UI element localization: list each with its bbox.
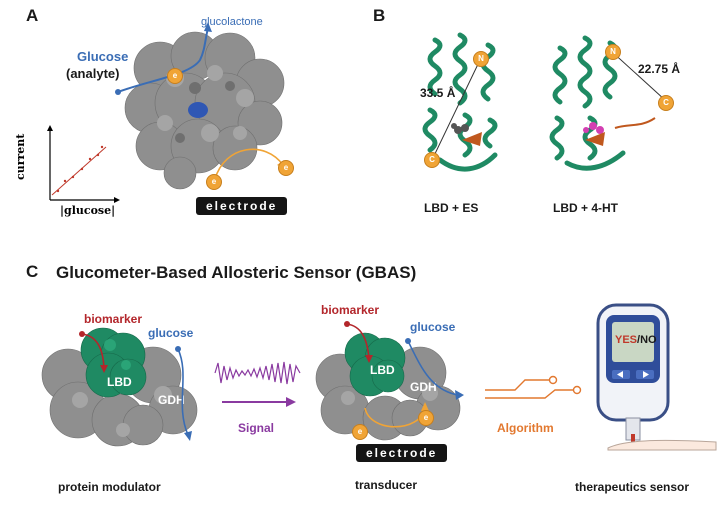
meter-yes: YES [615, 334, 638, 346]
meter-display-text: YES/NO [615, 334, 657, 346]
c-terminus-es: C [424, 152, 440, 168]
caption-lbd-es: LBD + ES [424, 201, 479, 215]
algorithm-circuit [485, 375, 582, 399]
panel-c-title: Glucometer-Based Allosteric Sensor (GBAS… [56, 263, 417, 282]
gdh-label-transducer: GDH [410, 380, 437, 394]
algorithm-label: Algorithm [497, 421, 554, 435]
plot-xlabel: |glucose| [60, 204, 116, 217]
electrode-label-c: electrode [356, 444, 448, 462]
meter-separator: / [637, 334, 641, 346]
panel-a-letter: A [26, 6, 39, 25]
glucolactone-label: glucolactone [201, 16, 263, 28]
lbd-structure-es [422, 32, 498, 172]
glucose-label-transducer: glucose [410, 320, 456, 334]
active-site-blue [188, 102, 208, 118]
analyte-label: (analyte) [66, 66, 120, 81]
panel-c-letter: C [26, 262, 39, 281]
lbd-label-modulator: LBD [107, 375, 132, 389]
caption-transducer: transducer [355, 478, 418, 492]
caption-lbd-4ht: LBD + 4-HT [553, 201, 619, 215]
biomarker-arrow-modulator [79, 331, 108, 373]
glucose-label-modulator: glucose [148, 326, 194, 340]
signal-waveform [214, 361, 301, 385]
electron-badge-c2: e [418, 410, 434, 426]
lbd-label-transducer: LBD [370, 363, 395, 377]
glucose-arrow-transducer [405, 338, 464, 400]
biomarker-label-modulator: biomarker [84, 312, 143, 326]
caption-protein-modulator: protein modulator [58, 480, 161, 494]
electrode-label-a: electrode [196, 197, 288, 215]
plot-ylabel: current [14, 133, 27, 180]
protein-modulator-graphic [41, 327, 198, 447]
electron-badge-c1: e [352, 424, 368, 440]
distance-es: 33.5 Å [420, 86, 456, 100]
glucometer-device [596, 303, 717, 451]
caption-therapeutics-sensor: therapeutics sensor [575, 480, 690, 494]
electron-badge-a2: e [206, 174, 222, 190]
electron-badge-a1: e [167, 68, 183, 84]
c-terminus-4ht: C [658, 95, 674, 111]
calibration-plot [47, 125, 120, 203]
glucose-label-a: Glucose [77, 49, 129, 64]
biomarker-arrow-transducer [344, 321, 373, 363]
gdh-protein-surface-a [124, 31, 285, 190]
lbd-structure-4ht [549, 35, 666, 171]
biomarker-label-transducer: biomarker [321, 303, 380, 317]
glucose-arrow-a [115, 22, 212, 95]
n-terminus-4ht: N [605, 44, 621, 60]
meter-no: NO [640, 334, 657, 346]
signal-arrow [222, 397, 296, 407]
n-terminus-es: N [473, 51, 489, 67]
glucose-arrow-modulator [175, 346, 192, 441]
panel-b-letter: B [373, 6, 386, 25]
electron-badge-a3: e [278, 160, 294, 176]
signal-label: Signal [238, 421, 275, 435]
gdh-label-modulator: GDH [158, 393, 185, 407]
distance-4ht: 22.75 Å [638, 62, 681, 76]
